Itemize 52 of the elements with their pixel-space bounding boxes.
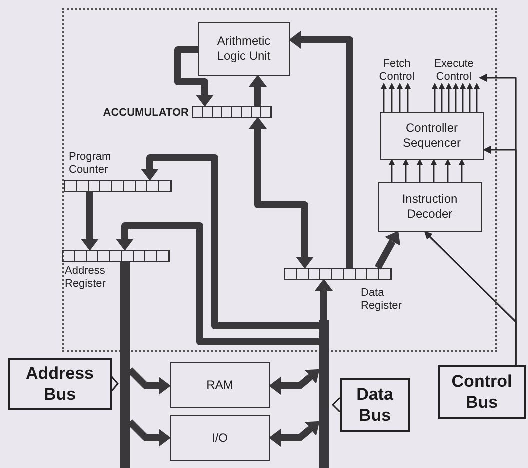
box-label: RAM — [206, 378, 234, 392]
bus-label-box — [8, 358, 112, 410]
thick-arrow — [374, 231, 401, 270]
thick-arrow — [116, 222, 319, 346]
arrow — [474, 83, 480, 112]
arrow — [405, 83, 411, 112]
cpu-frame — [62, 8, 497, 352]
arrow — [460, 83, 466, 112]
thick-arrow — [289, 31, 354, 268]
arrow — [389, 159, 395, 182]
register-label: ACCUMULATOR — [103, 106, 189, 121]
bus-label: Address Bus — [24, 362, 96, 406]
arrow — [439, 83, 445, 112]
thick-arrow — [269, 421, 320, 447]
arrow — [431, 159, 437, 182]
thick-arrow — [249, 117, 314, 269]
arrow — [467, 83, 473, 112]
box-label: I/O — [210, 430, 229, 446]
bus-label: Control Bus — [450, 370, 514, 414]
arrow — [403, 159, 409, 182]
arrow — [397, 83, 403, 112]
unit-box — [198, 22, 290, 76]
register-label: Address Register — [65, 265, 107, 291]
register-label: Data Register — [361, 287, 403, 313]
arrow — [432, 83, 438, 112]
thick-arrow — [249, 75, 267, 106]
arrow — [459, 159, 465, 182]
thick-arrow — [269, 369, 320, 395]
thick-arrow — [174, 46, 214, 107]
box-label: Arithmetic Logic Unit — [216, 34, 272, 64]
arrow — [445, 159, 451, 182]
bus-label: Data Bus — [356, 384, 394, 426]
arrow — [453, 83, 459, 112]
register-label: Program Counter — [69, 151, 112, 177]
thick-arrow — [141, 154, 319, 330]
control-label: Execute Control — [433, 58, 475, 84]
arrow — [424, 231, 517, 365]
arrow — [417, 159, 423, 182]
arrow — [381, 83, 387, 112]
unit-box — [380, 112, 484, 160]
control-label: Fetch Control — [378, 58, 416, 84]
bus-label-box — [438, 365, 526, 419]
arrow — [446, 83, 452, 112]
thick-arrow — [315, 279, 333, 320]
unit-box — [170, 362, 270, 408]
unit-box — [170, 415, 270, 461]
unit-box — [378, 182, 482, 232]
thick-arrow — [81, 192, 99, 251]
bus-label-box — [340, 378, 410, 432]
arrow — [389, 83, 395, 112]
box-label: Controller Sequencer — [402, 121, 462, 151]
box-label: Instruction Decoder — [401, 192, 459, 222]
